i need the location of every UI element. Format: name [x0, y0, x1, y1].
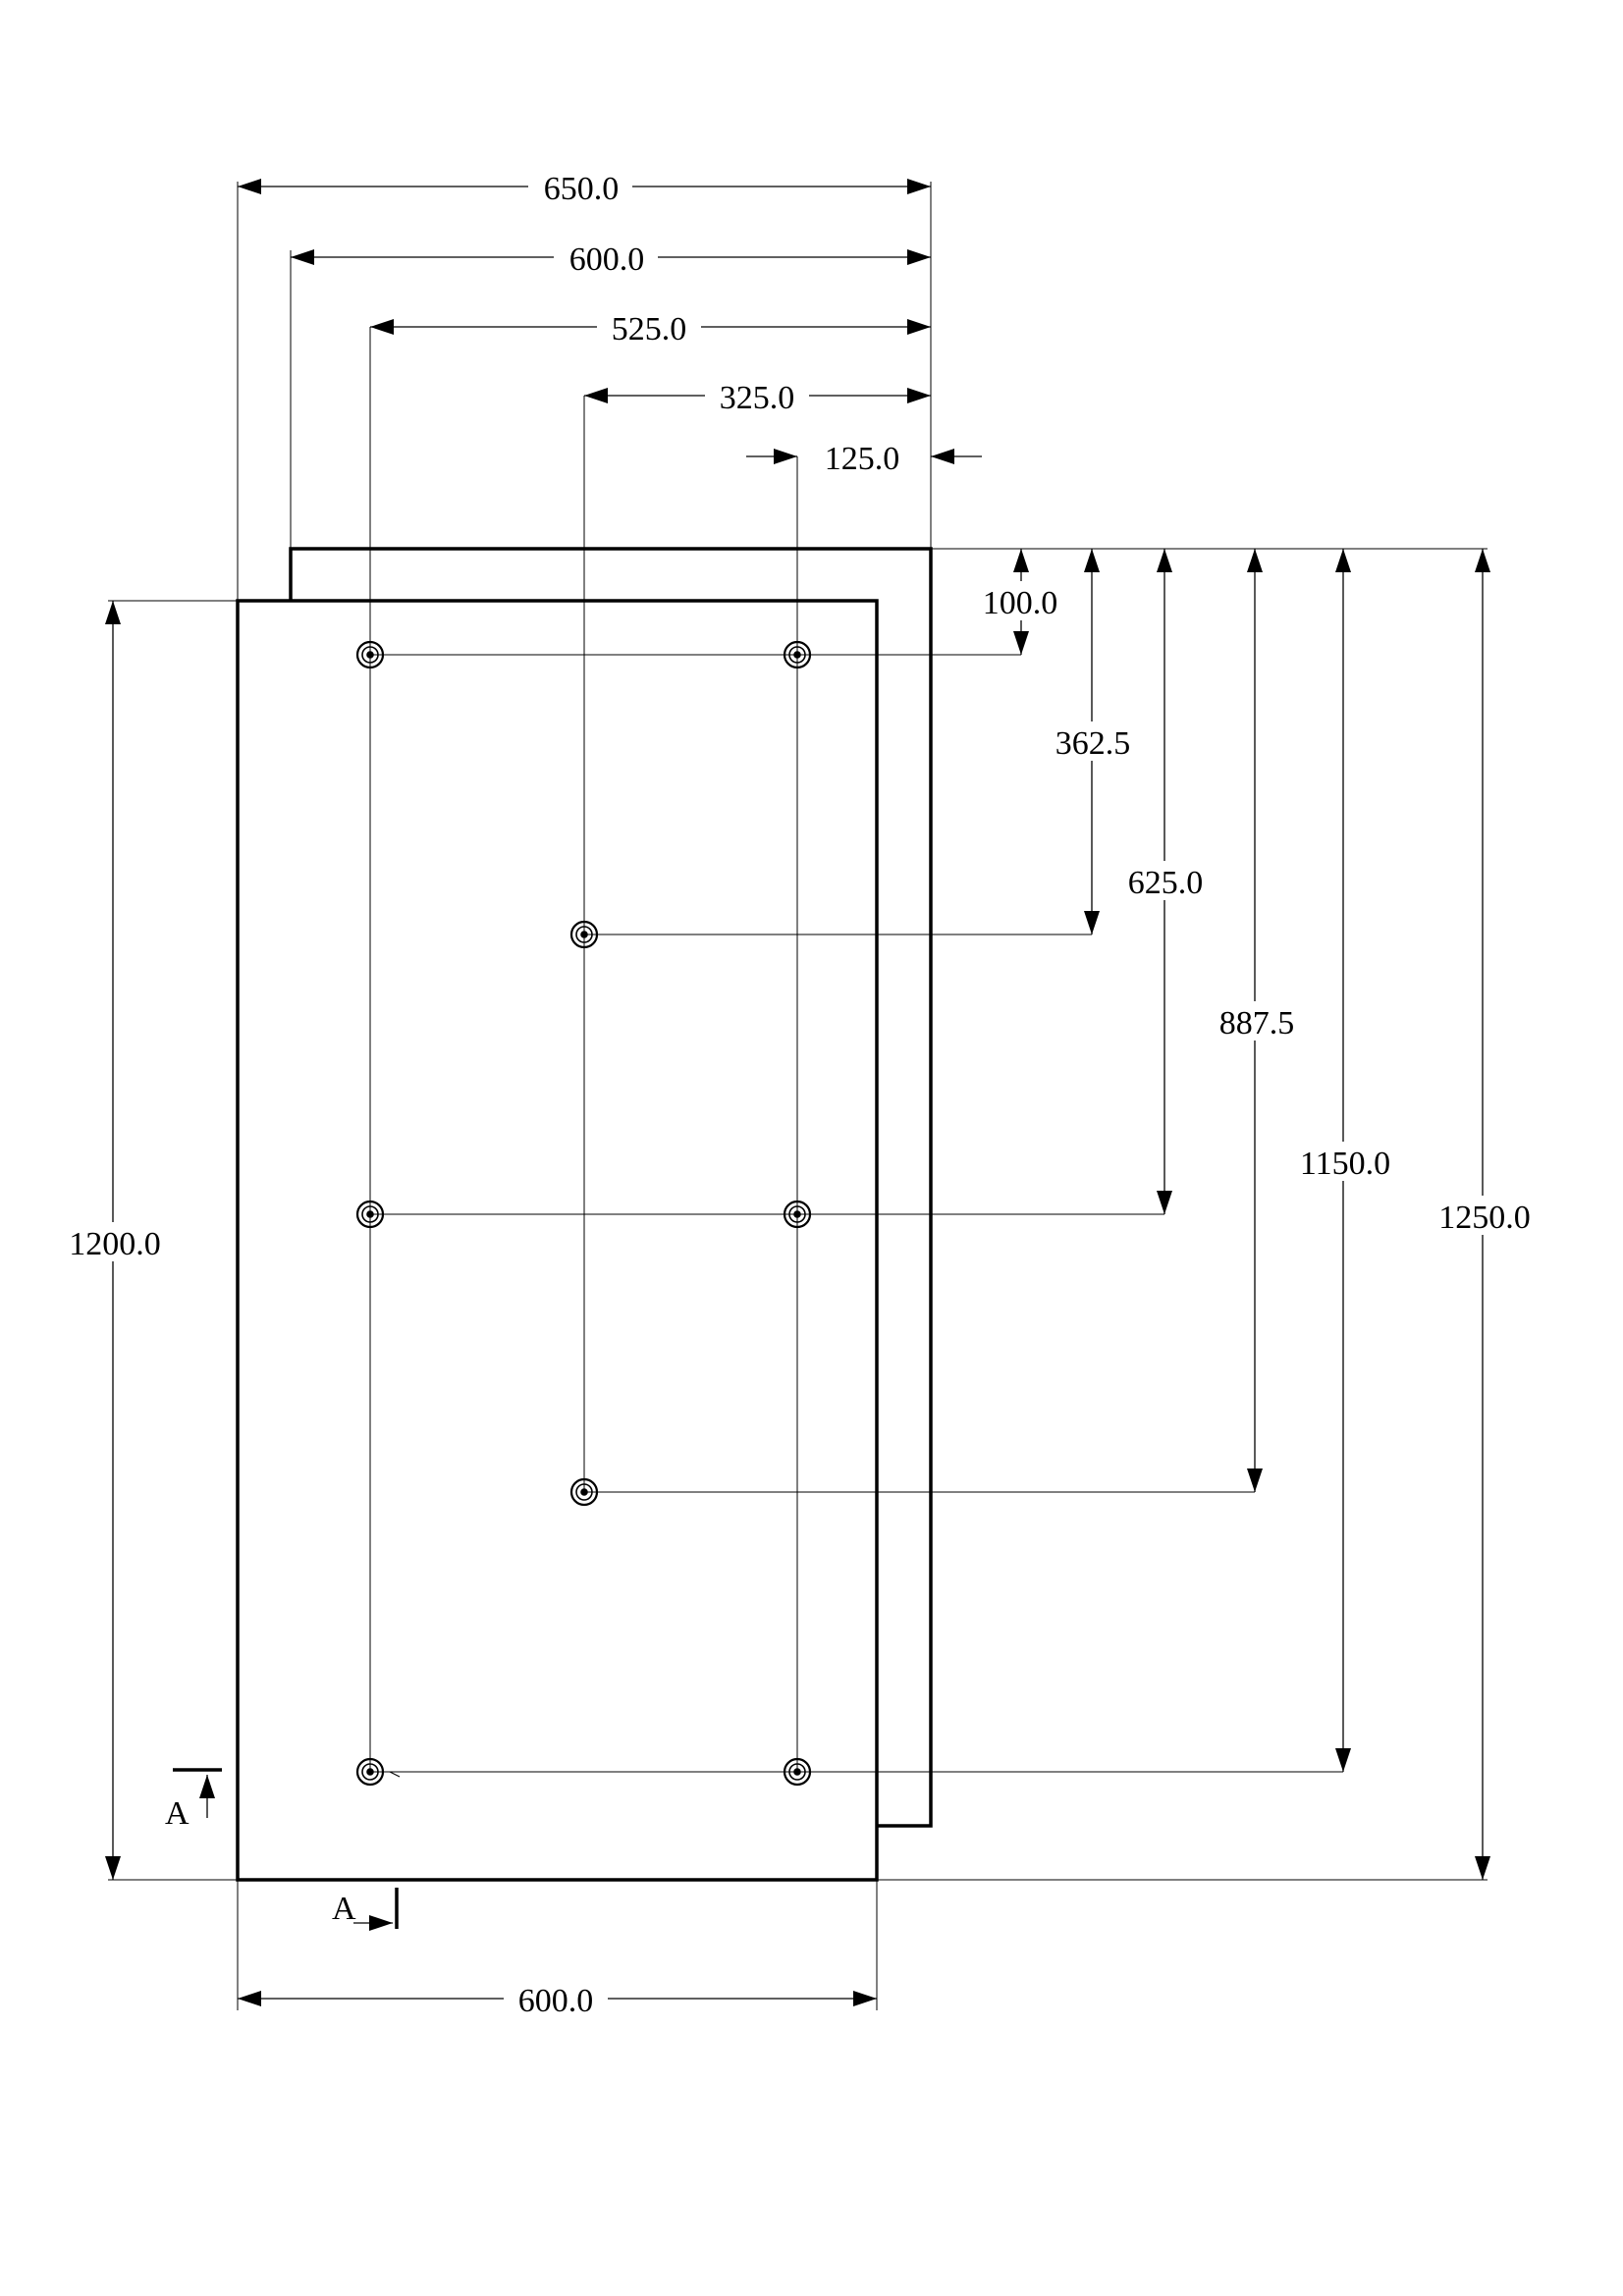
hole-ring [575, 1483, 593, 1501]
section-label-left: A [165, 1795, 189, 1832]
hole-ring [575, 926, 593, 943]
hole-leader-tick [389, 1771, 401, 1778]
hole-ring [355, 1757, 385, 1787]
hole-ring [361, 1205, 379, 1223]
hole-ring [793, 1768, 801, 1776]
mounting-hole-7 [355, 1757, 385, 1787]
hole-ring [366, 1210, 374, 1218]
mounting-hole-3 [569, 920, 599, 949]
hole-ring [580, 1488, 588, 1496]
dim-label-100: 100.0 [983, 585, 1058, 621]
hole-ring [366, 651, 374, 659]
hole-ring [366, 1768, 374, 1776]
mounting-hole-5 [783, 1200, 812, 1229]
hole-ring [783, 1757, 812, 1787]
dim-label-887-5: 887.5 [1219, 1005, 1295, 1041]
dim-label-325: 325.0 [720, 380, 795, 416]
section-label-bottom: A [332, 1891, 356, 1927]
mounting-hole-2 [783, 640, 812, 669]
dim-label-362-5: 362.5 [1055, 725, 1131, 762]
hole-ring [783, 640, 812, 669]
hole-ring [569, 1477, 599, 1507]
dim-label-600-bottom: 600.0 [518, 1983, 594, 2019]
dim-label-1200: 1200.0 [69, 1226, 161, 1262]
hole-ring [569, 920, 599, 949]
hole-grid-lines [108, 182, 1488, 2010]
mounting-hole-4 [355, 1200, 385, 1229]
dim-label-125: 125.0 [825, 441, 900, 477]
mounting-hole-1 [355, 640, 385, 669]
hole-ring [361, 646, 379, 664]
hole-ring [788, 1763, 806, 1781]
section-markers [173, 1768, 399, 1931]
hole-ring [788, 1205, 806, 1223]
hole-ring [783, 1200, 812, 1229]
front-panel-outline [236, 599, 879, 1882]
hole-ring [355, 640, 385, 669]
back-panel-outline [289, 547, 933, 1828]
dim-label-625: 625.0 [1128, 865, 1204, 901]
hole-ring [793, 651, 801, 659]
hole-ring [361, 1763, 379, 1781]
hole-ring [580, 931, 588, 938]
dim-label-1150: 1150.0 [1300, 1146, 1390, 1182]
mounting-hole-8 [783, 1757, 812, 1787]
hole-ring [788, 646, 806, 664]
dimension-labels: 650.0 600.0 525.0 325.0 125.0 100.0 362.… [54, 167, 1545, 2019]
dim-label-600-top: 600.0 [569, 241, 645, 278]
mounting-holes [355, 640, 812, 1787]
hole-ring [793, 1210, 801, 1218]
mounting-hole-6 [569, 1477, 599, 1507]
dim-label-650: 650.0 [544, 171, 620, 207]
dim-label-1250: 1250.0 [1438, 1200, 1531, 1236]
dim-label-525: 525.0 [612, 311, 687, 347]
hole-ring [355, 1200, 385, 1229]
